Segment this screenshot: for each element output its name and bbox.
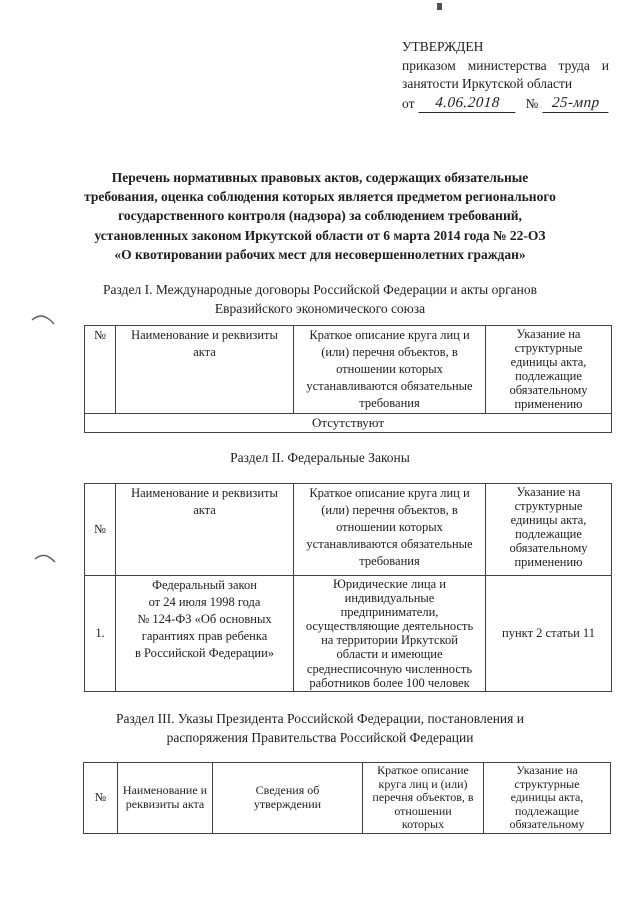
document-title: Перечень нормативных правовых актов, сод… bbox=[84, 170, 556, 262]
table-header-row: № Наименование и реквизиты акта Сведения… bbox=[83, 762, 611, 834]
section-2-heading: Раздел II. Федеральные Законы bbox=[230, 450, 410, 465]
column-header-act-name: Наименование и реквизиты акта bbox=[115, 483, 294, 576]
approval-requisites-line: от 4.06.2018 № 25-мпр bbox=[402, 95, 610, 113]
table-federal-laws: № Наименование и реквизиты акта Краткое … bbox=[84, 483, 612, 692]
approval-authority: приказом министерства труда и занятости … bbox=[402, 57, 609, 92]
handwritten-number: 25-мпр bbox=[542, 95, 610, 113]
scan-curve-artifact bbox=[34, 554, 56, 563]
table-decrees: № Наименование и реквизиты акта Сведения… bbox=[83, 762, 611, 834]
scan-dot-artifact bbox=[437, 3, 442, 10]
column-header-number: № bbox=[84, 483, 116, 576]
table-row: Отсутствуют bbox=[84, 413, 612, 433]
column-header-scope: Краткое описание круга лиц и (или) переч… bbox=[293, 483, 486, 576]
number-sign-label: № bbox=[525, 95, 539, 111]
table-header-row: № Наименование и реквизиты акта Краткое … bbox=[84, 483, 612, 576]
column-header-act-name: Наименование и реквизиты акта bbox=[115, 325, 294, 414]
column-header-scope: Краткое описание круга лиц и (или) переч… bbox=[293, 325, 486, 414]
units-cell: пункт 2 статьи 11 bbox=[485, 575, 612, 692]
scope-cell: Юридические лица и индивидуальные предпр… bbox=[293, 575, 486, 692]
column-header-number: № bbox=[84, 325, 116, 414]
act-name-cell: Федеральный закон от 24 июля 1998 года №… bbox=[115, 575, 294, 692]
column-header-units: Указание на структурные единицы акта, по… bbox=[485, 483, 612, 576]
row-number-cell: 1. bbox=[84, 575, 116, 692]
empty-row-cell: Отсутствуют bbox=[84, 413, 612, 433]
handwritten-date: 4.06.2018 bbox=[418, 95, 518, 113]
column-header-approval-info: Сведения об утверждении bbox=[212, 762, 363, 834]
table-row: 1. Федеральный закон от 24 июля 1998 год… bbox=[84, 575, 612, 692]
column-header-units: Указание на структурные единицы акта, по… bbox=[485, 325, 612, 414]
column-header-scope: Краткое описание круга лиц и (или) переч… bbox=[362, 762, 484, 834]
column-header-act-name: Наименование и реквизиты акта bbox=[117, 762, 213, 834]
section-1-heading: Раздел I. Международные договоры Российс… bbox=[103, 282, 537, 316]
table-international-acts: № Наименование и реквизиты акта Краткое … bbox=[84, 325, 612, 433]
approval-status: УТВЕРЖДЕН bbox=[402, 39, 484, 54]
date-prefix-label: от bbox=[402, 95, 415, 111]
column-header-units: Указание на структурные единицы акта, по… bbox=[483, 762, 611, 834]
table-header-row: № Наименование и реквизиты акта Краткое … bbox=[84, 325, 612, 414]
section-3-heading: Раздел III. Указы Президента Российской … bbox=[116, 711, 524, 745]
scan-curve-artifact bbox=[31, 315, 55, 325]
column-header-number: № bbox=[83, 762, 118, 834]
approval-block: УТВЕРЖДЕН приказом министерства труда и … bbox=[402, 38, 610, 113]
